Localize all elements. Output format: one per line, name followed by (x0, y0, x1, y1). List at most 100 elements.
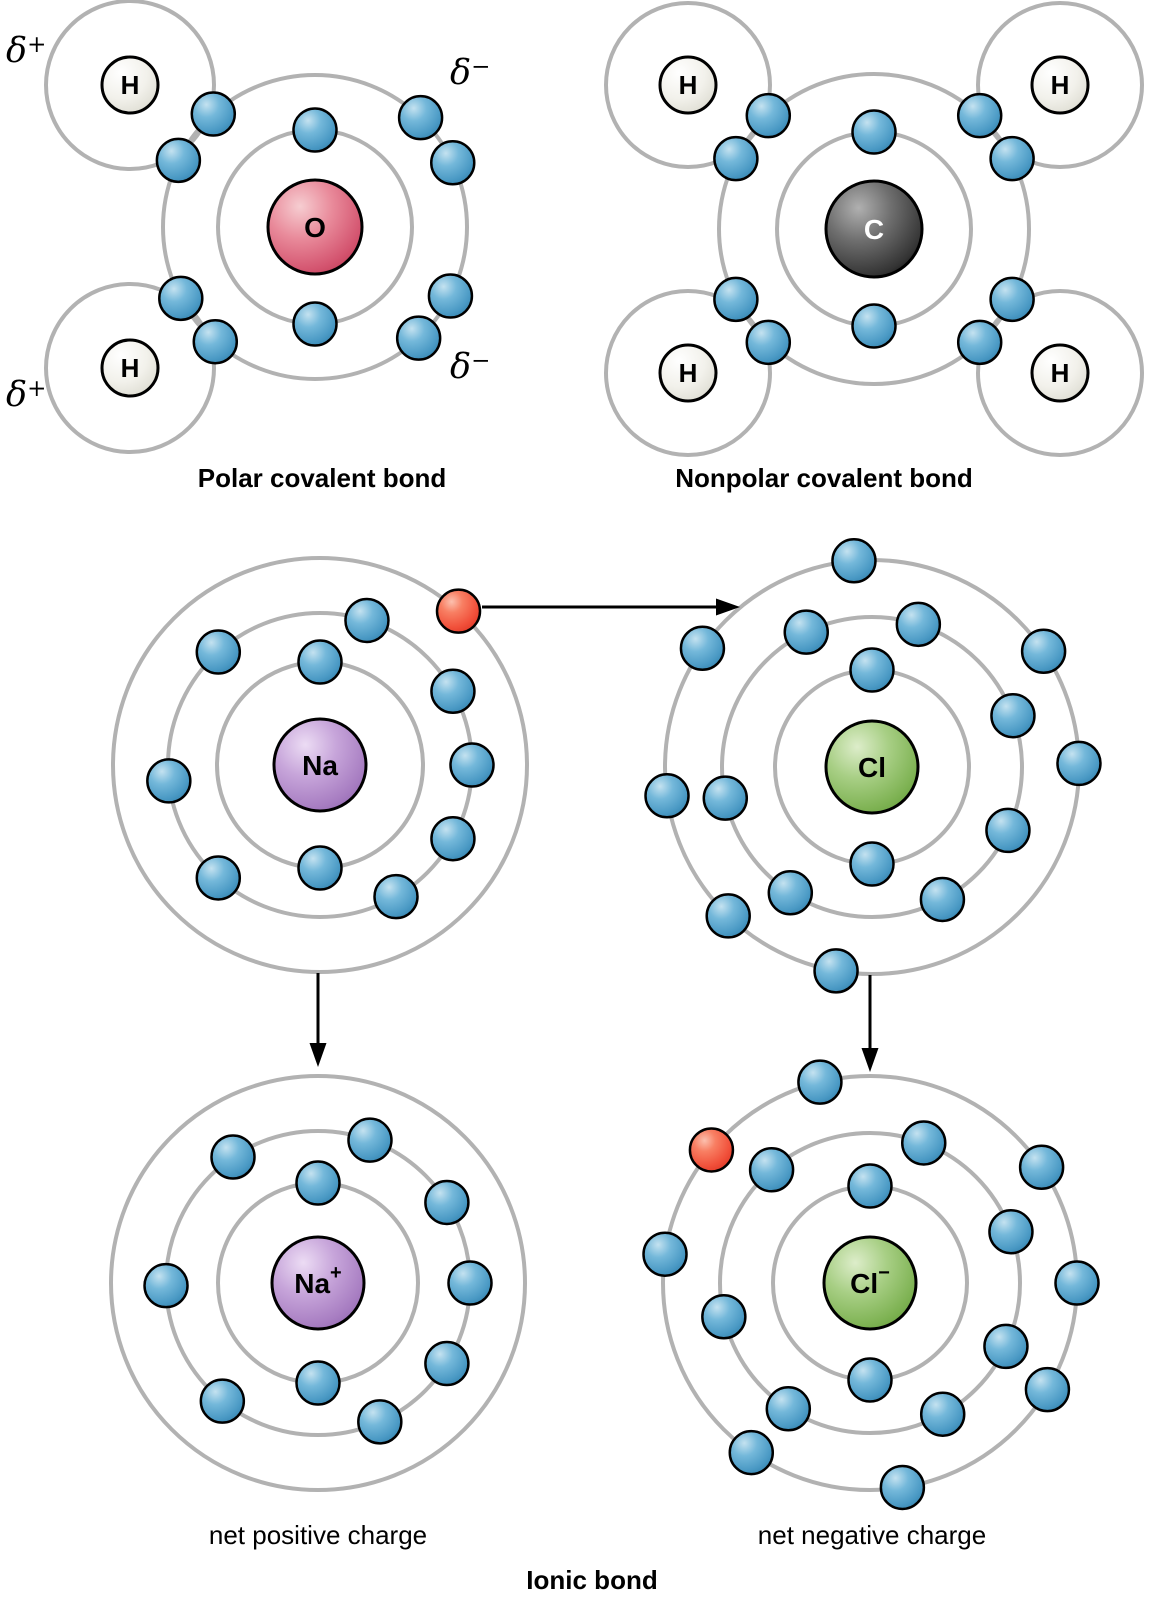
sodium-ion-nucleus (270, 1235, 366, 1331)
delta-minus-label: δ− (450, 350, 490, 385)
electron (430, 815, 476, 862)
electron (1056, 740, 1102, 787)
electron (143, 1262, 189, 1309)
delta-sign: + (27, 32, 47, 58)
electron (919, 1391, 966, 1437)
electron (155, 137, 202, 184)
electron-transfer-arrow-head (716, 598, 740, 616)
ionic-bond-caption: Ionic bond (526, 1565, 658, 1595)
electron (989, 135, 1035, 182)
delta-plus-label: δ+ (6, 378, 46, 413)
electron (713, 135, 759, 182)
electron (344, 597, 390, 644)
chlorine-becomes-ion-arrow-head (861, 1048, 879, 1072)
electron (424, 1179, 470, 1226)
polar-covalent-bond-caption: Polar covalent bond (197, 463, 447, 493)
sodium-shell-circle (111, 556, 529, 974)
electron (989, 276, 1035, 323)
electron (713, 276, 759, 323)
electron (679, 625, 726, 672)
electron (357, 1399, 403, 1445)
electron (831, 538, 877, 584)
chlorine-nucleus (824, 719, 920, 815)
sodium-label: Na (302, 750, 338, 781)
sodium-becomes-ion-arrow-head (309, 1043, 327, 1067)
delta-sign: − (471, 348, 491, 374)
delta-symbol: δ (6, 375, 28, 415)
sodium-ion-label: Na+ (294, 1262, 341, 1299)
carbon-nucleus (824, 179, 924, 279)
electron (447, 1260, 493, 1306)
shells-layer (44, 0, 1144, 1492)
hydrogen-shell-circle (604, 1, 772, 169)
electron (292, 107, 338, 153)
electron (644, 773, 690, 819)
electron (424, 1340, 470, 1387)
electron (199, 1378, 246, 1424)
electron (210, 1134, 256, 1180)
electron (783, 609, 829, 655)
sodium-nucleus (272, 717, 368, 813)
electron (879, 1464, 926, 1511)
hydrogen-nucleus (100, 55, 160, 115)
electron (1054, 1260, 1100, 1306)
electron (295, 1160, 341, 1206)
hydrogen-nucleus (1030, 343, 1090, 403)
electron (430, 140, 476, 186)
hydrogen-label: H (679, 70, 698, 100)
electron (767, 870, 814, 916)
electron (745, 92, 792, 139)
transferred-electron (435, 588, 482, 634)
electron (919, 876, 966, 923)
chlorine-label: Cl (858, 752, 886, 783)
electron (397, 94, 444, 141)
electron (988, 1208, 1034, 1255)
hydrogen-shell-circle (44, 282, 216, 454)
electron (728, 1429, 775, 1476)
hydrogen-nucleus (658, 55, 718, 115)
electron (895, 601, 942, 648)
electron (158, 275, 204, 322)
electron (847, 1357, 893, 1403)
electron (195, 855, 242, 901)
delta-plus-label: δ+ (6, 34, 46, 69)
electron (901, 1120, 947, 1166)
chloride-ion-shell-circle (718, 1131, 1022, 1435)
hydrogen-nucleus (658, 343, 718, 403)
delta-sign: + (27, 376, 47, 402)
electron (701, 1293, 747, 1340)
net-negative-charge-caption: net negative charge (757, 1520, 987, 1550)
hydrogen-shell-circle (976, 289, 1144, 457)
electron (797, 1059, 843, 1105)
transferred-electron (688, 1127, 735, 1173)
delta-symbol: δ (450, 347, 472, 387)
electron (347, 1117, 393, 1163)
electron (190, 91, 237, 137)
electron (195, 629, 242, 675)
electron (851, 303, 897, 349)
electron (1024, 1366, 1071, 1413)
chloride-ion-label: Cl− (850, 1262, 890, 1299)
electron (192, 318, 239, 365)
electron (427, 273, 474, 319)
sodium-ion-shell-circle (109, 1074, 527, 1492)
electron (146, 758, 192, 804)
electron (956, 92, 1003, 139)
electron (642, 1231, 688, 1277)
electron (956, 319, 1003, 366)
electrons-layer (143, 91, 1102, 1511)
hydrogen-shell-circle (976, 1, 1144, 169)
hydrogen-label: H (121, 353, 140, 383)
carbon-shell-circle (717, 72, 1031, 386)
electron (449, 742, 495, 788)
delta-symbol: δ (450, 53, 472, 93)
hydrogen-label: H (679, 358, 698, 388)
electron (295, 1360, 341, 1406)
electron (813, 948, 859, 994)
electron (297, 639, 343, 685)
hydrogen-nucleus (100, 338, 160, 398)
chlorine-shell-circle (720, 615, 1024, 919)
hydrogen-label: H (1051, 358, 1070, 388)
electron (990, 692, 1036, 739)
